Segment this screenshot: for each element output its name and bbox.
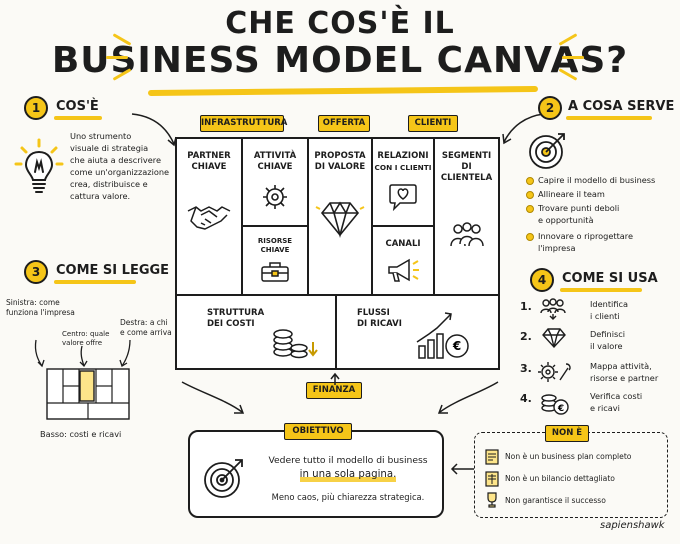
non-e-item-2: Non è un bilancio dettagliato: [505, 474, 615, 483]
bullet: [526, 191, 534, 199]
title-line-2: BUSINESS MODEL CANVAS?: [51, 40, 629, 81]
coins-euro-icon: €: [540, 390, 570, 420]
section-3-title: COME SI LEGGE: [56, 263, 170, 278]
obiettivo-text: Vedere tutto il modello di business in u…: [268, 455, 428, 502]
target-icon: [528, 130, 568, 174]
reading-left: Sinistra: come funziona l'impresa: [6, 298, 75, 317]
section-1-text: Uno strumento visuale di strategia che a…: [70, 131, 170, 201]
bullet: [526, 205, 534, 213]
gear-wrench-icon: [538, 360, 572, 388]
arrow-finanza-up: [330, 370, 340, 389]
section-2-title: A COSA SERVE: [568, 99, 675, 114]
section-1-title: COS'È: [56, 99, 99, 114]
reading-center: Centro: quale valore offre: [62, 330, 110, 347]
title-line-1: CHE COS'È IL: [225, 6, 455, 41]
svg-text:€: €: [452, 339, 461, 353]
revenue-chart-icon: €: [413, 308, 473, 366]
bullet: [526, 177, 534, 185]
ledger-icon: [485, 471, 499, 491]
svg-text:€: €: [557, 404, 564, 414]
diamond-icon: [542, 328, 566, 352]
section-3-underline: [54, 280, 136, 284]
arrow-to-obiettivo-left: [180, 380, 260, 424]
obiettivo-box: OBIETTIVO Vedere tutto il modello di bus…: [188, 423, 444, 518]
tag-offerta: OFFERTA: [318, 115, 370, 132]
section-1-underline: [54, 116, 102, 120]
arrow-non-e: [450, 460, 476, 479]
people-icon: [435, 222, 498, 252]
section-4-underline: [560, 288, 642, 292]
tag-non-e: NON È: [545, 425, 589, 442]
tag-infrastruttura: INFRASTRUTTURA: [200, 115, 287, 132]
section-1-number: 1: [24, 96, 48, 120]
tag-finanza: FINANZA: [306, 382, 362, 399]
arrow-1: [130, 112, 180, 156]
reading-right: Destra: a chi e come arriva: [120, 318, 172, 337]
section-2-number: 2: [538, 96, 562, 120]
heart-chat-icon: [373, 183, 433, 215]
toolbox-icon: [243, 261, 307, 287]
non-e-box: NON È Non è un business plan completo No…: [474, 425, 668, 518]
coins-icon: [271, 324, 321, 364]
trophy-icon: [485, 492, 499, 512]
bullet: [526, 233, 534, 241]
section-3-number: 3: [24, 260, 48, 284]
gear-icon: [243, 183, 307, 215]
target-icon: [202, 456, 246, 504]
people-icon: [538, 298, 568, 324]
lightbulb-icon: [14, 138, 64, 204]
arrow-to-obiettivo-right: [420, 380, 500, 424]
obiettivo-highlight: in una sola pagina.: [299, 469, 397, 480]
diamond-icon: [309, 201, 371, 241]
section-2-underline: [566, 116, 652, 120]
section-4-number: 4: [530, 268, 554, 292]
tag-obiettivo: OBIETTIVO: [284, 423, 352, 440]
tag-clienti: CLIENTI: [408, 115, 458, 132]
handshake-icon: [177, 201, 241, 235]
document-icon: [485, 449, 499, 469]
mini-canvas-icon: [46, 368, 130, 424]
signature: sapienshawk: [600, 520, 665, 531]
ray-decoration: [106, 56, 128, 59]
cell-canali: CANALI: [373, 227, 435, 296]
megaphone-icon: [373, 258, 433, 288]
section-4-title: COME SI USA: [562, 271, 658, 286]
title-underline: [147, 85, 539, 97]
reading-arrows: [30, 339, 150, 384]
non-e-item-1: Non è un business plan completo: [505, 452, 632, 461]
ray-decoration: [562, 56, 584, 59]
reading-bottom: Basso: costi e ricavi: [40, 429, 122, 439]
non-e-item-3: Non garantisce il successo: [505, 496, 606, 505]
